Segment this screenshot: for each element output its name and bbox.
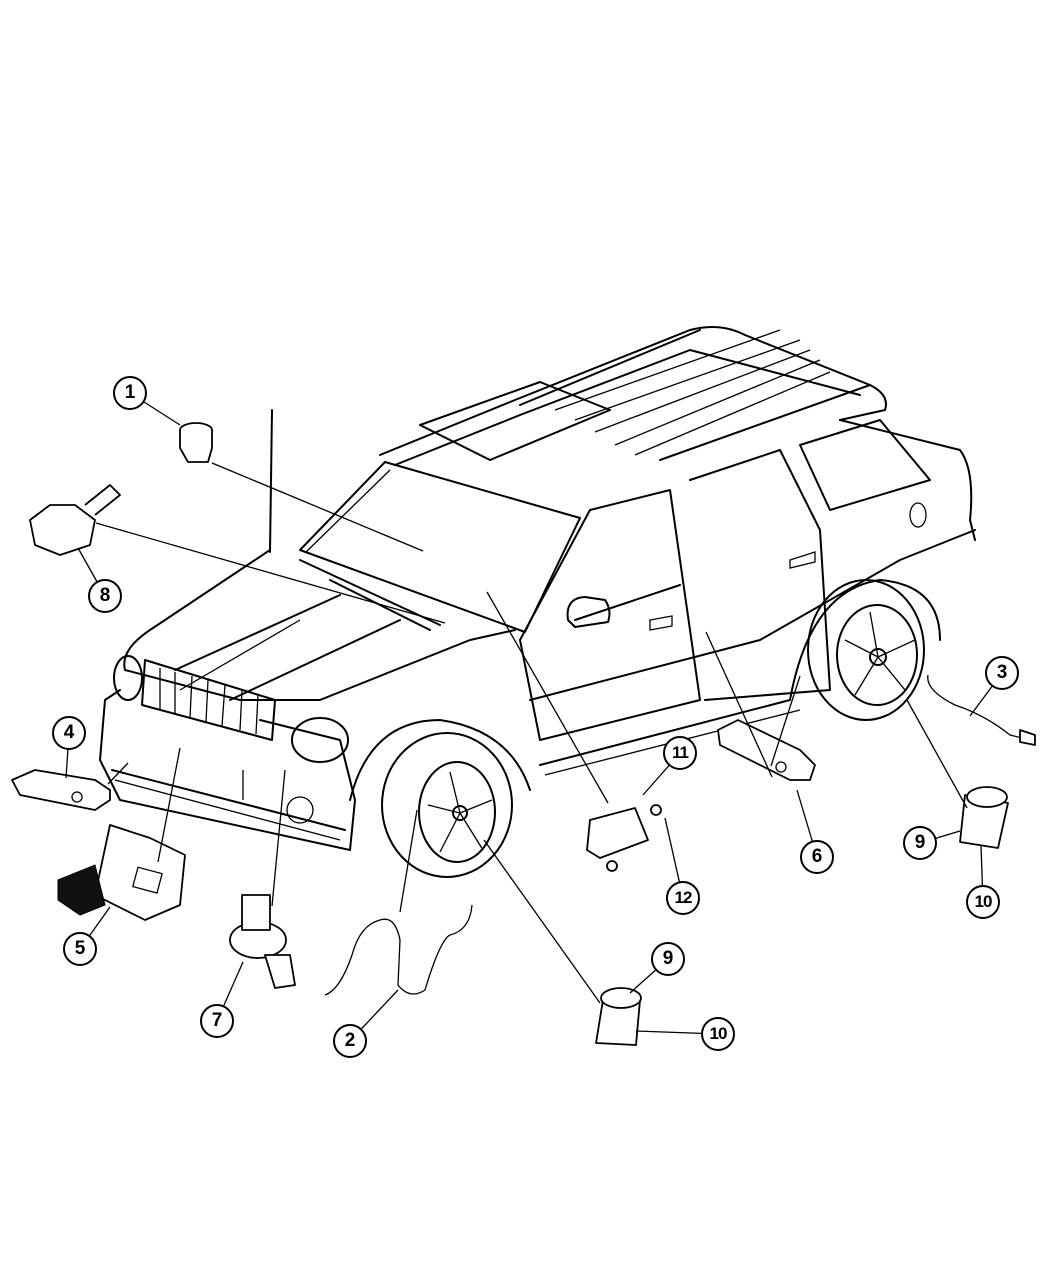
- part-8-switch: [29, 484, 121, 556]
- callout-6[interactable]: 6: [800, 840, 834, 874]
- part-to-vehicle-leader: [399, 809, 418, 913]
- callout-9[interactable]: 9: [903, 826, 937, 860]
- callout-1[interactable]: 1: [113, 376, 147, 410]
- part-6-sensor: [717, 719, 816, 781]
- callout-7[interactable]: 7: [200, 1004, 234, 1038]
- part-7-sensor: [229, 894, 296, 989]
- part-to-vehicle-leader: [107, 762, 129, 785]
- part-9-10-valve-cap-rear: [959, 786, 1009, 849]
- part-1-sensor: [179, 422, 213, 463]
- part-9-10-valve-cap-front: [595, 987, 642, 1046]
- part-5-module: [57, 824, 186, 921]
- part-to-vehicle-leader: [486, 591, 609, 804]
- callout-12[interactable]: 12: [666, 881, 700, 915]
- callout-9[interactable]: 9: [651, 942, 685, 976]
- part-11-module: [586, 807, 649, 859]
- leader-lines: [65, 392, 1003, 1042]
- part-to-vehicle-leader: [271, 769, 286, 907]
- callout-8[interactable]: 8: [88, 579, 122, 613]
- callout-11[interactable]: 11: [663, 736, 697, 770]
- part-2-wheel-speed-harness: [324, 904, 473, 996]
- callout-10[interactable]: 10: [701, 1017, 735, 1051]
- part-to-vehicle-leader: [906, 699, 968, 809]
- part-to-vehicle-leader: [211, 462, 424, 552]
- part-to-vehicle-leader: [95, 522, 446, 624]
- part-to-vehicle-leader: [770, 675, 801, 767]
- part-12-nuts: [606, 804, 662, 872]
- part-4-sensor: [11, 769, 111, 811]
- part-to-vehicle-leader: [483, 839, 601, 1004]
- callout-3[interactable]: 3: [985, 656, 1019, 690]
- part-3-wheel-speed-sensor: [927, 674, 1036, 746]
- part-to-vehicle-leader: [157, 747, 181, 863]
- callout-4[interactable]: 4: [52, 716, 86, 750]
- part-to-vehicle-leader: [705, 631, 773, 778]
- callout-5[interactable]: 5: [63, 932, 97, 966]
- vehicle-outline: [99, 325, 976, 878]
- callout-10[interactable]: 10: [966, 885, 1000, 919]
- callout-2[interactable]: 2: [333, 1024, 367, 1058]
- grille: [141, 659, 276, 741]
